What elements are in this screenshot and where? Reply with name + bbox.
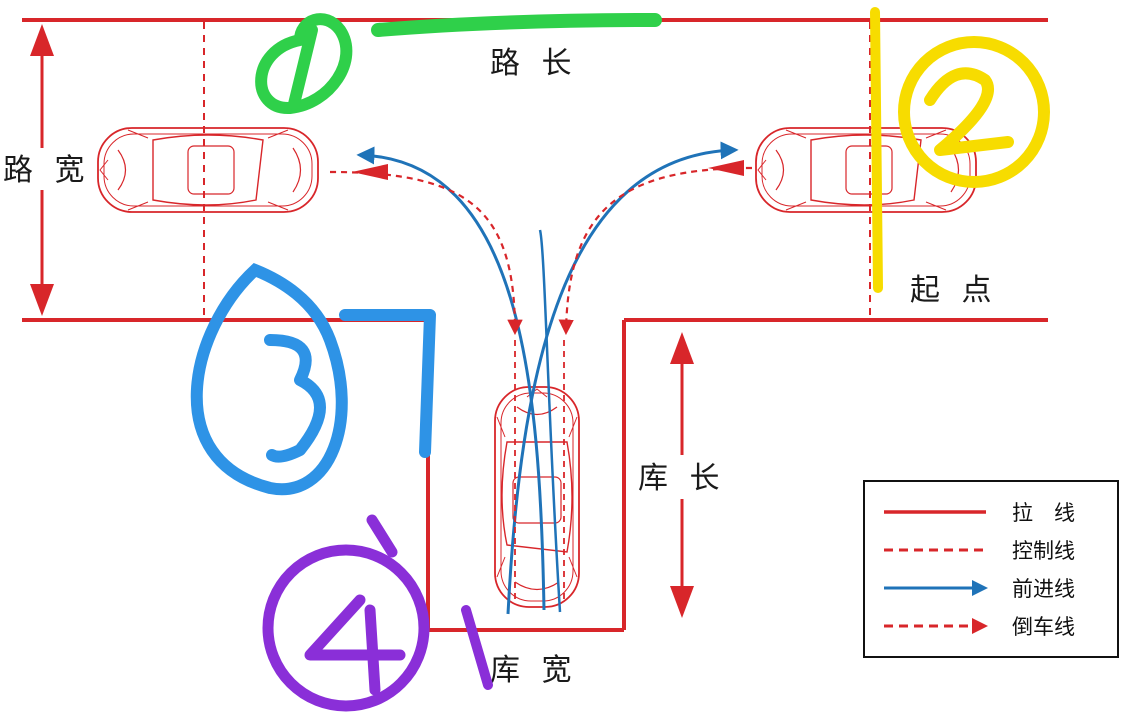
trajectories <box>329 141 753 615</box>
reverse-line-left <box>329 170 523 336</box>
start-point-label: 起 点 <box>910 273 998 308</box>
annotation-1 <box>255 13 662 114</box>
legend-label-forward: 前进线 <box>1012 577 1075 601</box>
car-left <box>97 127 319 213</box>
road-length-label: 路 长 <box>490 46 578 81</box>
forward-line-left <box>356 146 546 611</box>
legend-box <box>863 480 1119 658</box>
annotation-2 <box>870 7 1050 293</box>
garage-length-label: 库 长 <box>638 461 726 496</box>
garage-width-label: 库 宽 <box>490 653 578 688</box>
forward-line-extra <box>538 229 562 613</box>
reverse-arrow-right-start <box>708 160 744 176</box>
legend-label-control: 控制线 <box>1012 539 1075 563</box>
car-garage <box>494 386 580 608</box>
legend-label-pull: 拉 线 <box>1012 501 1075 525</box>
legend-label-reverse: 倒车线 <box>1012 615 1075 639</box>
road-width-label: 路 宽 <box>3 153 91 188</box>
annotation-3 <box>190 263 436 496</box>
legend-arrow-reverse <box>972 618 988 634</box>
legend: 拉 线 控制线 前进线 倒车线 <box>863 480 1119 658</box>
reverse-line-right <box>558 166 753 336</box>
legend-arrow-forward <box>972 580 988 596</box>
reverse-arrow-left-start <box>352 164 388 180</box>
annotation-4 <box>262 514 493 712</box>
